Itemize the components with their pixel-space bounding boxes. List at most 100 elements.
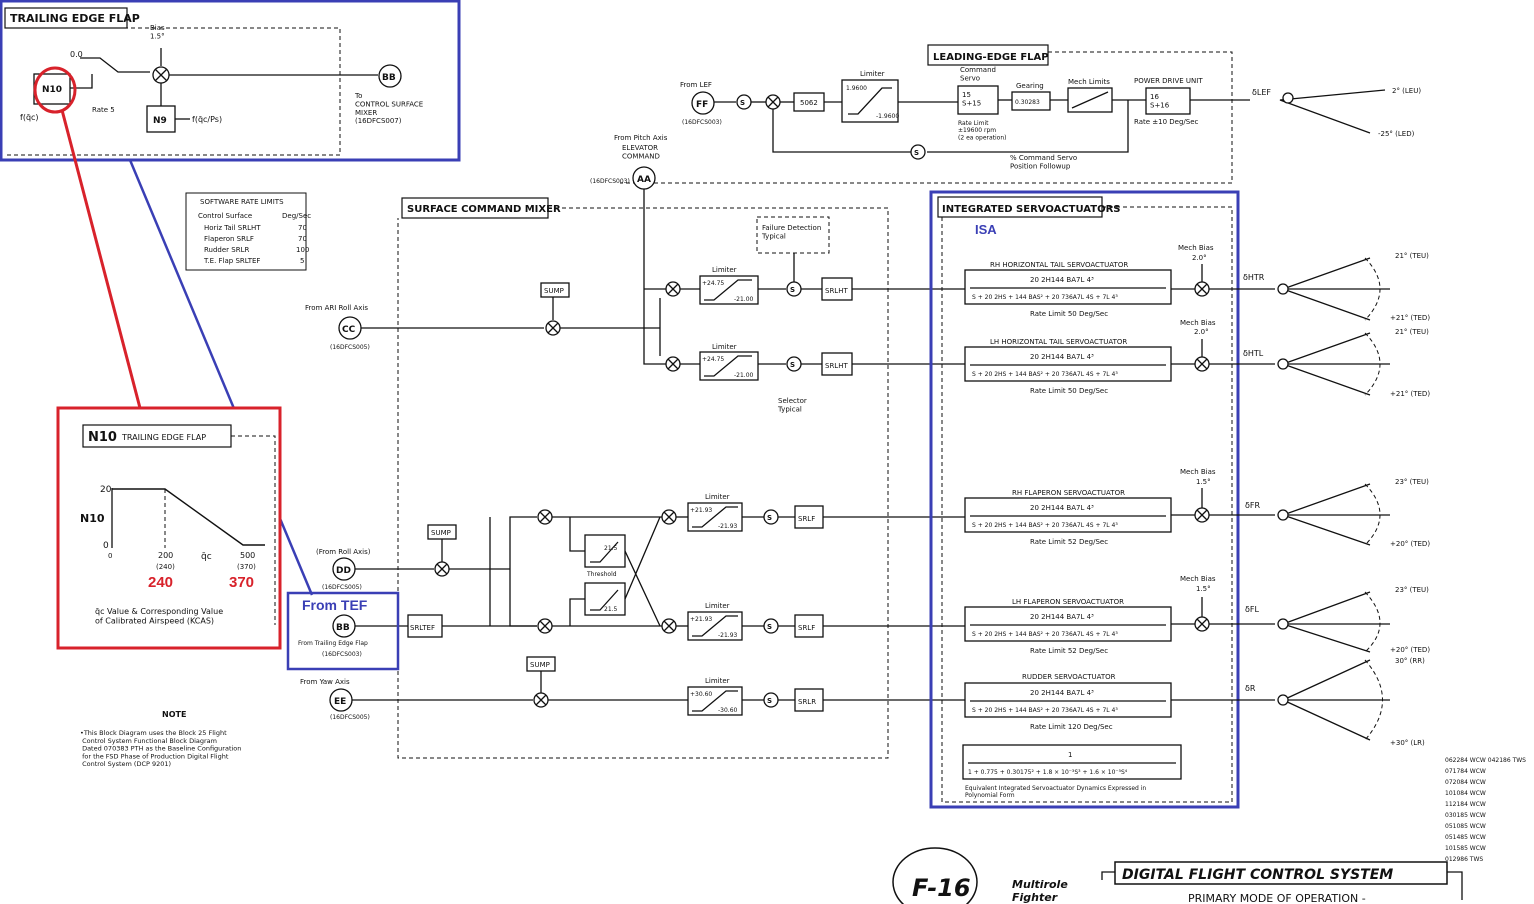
svg-text:21.5: 21.5 (604, 545, 618, 552)
svg-text:Equivalent Integrated Servoact: Equivalent Integrated Servoactuator Dyna… (965, 785, 1146, 799)
n10-title-bold: N10 (88, 430, 117, 445)
svg-text:2.0°: 2.0° (1194, 328, 1209, 336)
svg-text:20 2H144 BA7L 4³: 20 2H144 BA7L 4³ (1030, 689, 1094, 697)
tef-rate: Rate 5 (92, 106, 115, 114)
revision-list: 062284 WCW 042186 TWS 071784 WCW 072084 … (1445, 757, 1526, 863)
svg-text:Rate ±10 Deg/Sec: Rate ±10 Deg/Sec (1134, 118, 1199, 126)
svg-text:+24.75: +24.75 (702, 280, 724, 287)
svg-text:+20° (TED): +20° (TED) (1390, 540, 1430, 548)
limiter-ht-lh (699, 351, 759, 381)
svg-text:+30.60: +30.60 (690, 691, 712, 698)
svg-text:(240): (240) (156, 563, 175, 571)
svg-text:(16DFCS003): (16DFCS003) (590, 178, 630, 185)
svg-text:072084 WCW: 072084 WCW (1445, 779, 1486, 786)
svg-text:Limiter: Limiter (705, 677, 730, 685)
svg-text:δHTL: δHTL (1243, 349, 1264, 358)
mixer-title: SURFACE COMMAND MIXER (407, 204, 561, 215)
svg-text:From Pitch Axis: From Pitch Axis (614, 134, 668, 142)
svg-text:Flaperon SRLF: Flaperon SRLF (204, 235, 254, 243)
n10-y-label: N10 (80, 512, 105, 525)
svg-text:112184 WCW: 112184 WCW (1445, 801, 1486, 808)
svg-text:δR: δR (1245, 684, 1256, 693)
svg-text:(From Roll Axis): (From Roll Axis) (316, 548, 371, 556)
from-tef-label: From TEF (302, 597, 368, 613)
svg-text:100: 100 (296, 246, 309, 254)
svg-text:21° (TEU): 21° (TEU) (1395, 252, 1429, 260)
svg-text:SRLF: SRLF (798, 624, 815, 632)
svg-text:q̄c: q̄c (201, 552, 212, 562)
footer-title: DIGITAL FLIGHT CONTROL SYSTEM (1122, 867, 1393, 883)
svg-text:200: 200 (158, 551, 173, 560)
svg-text:POWER DRIVE UNIT: POWER DRIVE UNIT (1134, 77, 1203, 85)
lef-cmd-servo (957, 85, 999, 115)
surface-command-mixer: SURFACE COMMAND MIXER (397, 197, 889, 759)
svg-text:101585 WCW: 101585 WCW (1445, 845, 1486, 852)
svg-text:20 2H144 BA7L 4³: 20 2H144 BA7L 4³ (1030, 276, 1094, 284)
surface-outputs: Mech Bias 2.0° δHTR 21° (TEU) +21° (TED)… (1171, 244, 1430, 747)
svg-text:1 + 0.775 + 0.30175² + 1.8 × 1: 1 + 0.775 + 0.30175² + 1.8 × 10⁻³S³ + 1.… (968, 769, 1128, 776)
svg-text:0: 0 (108, 552, 112, 560)
svg-text:20 2H144 BA7L 4³: 20 2H144 BA7L 4³ (1030, 613, 1094, 621)
integrated-servoactuators: INTEGRATED SERVOACTUATORS ISA RH HORIZON… (929, 190, 1240, 809)
svg-text:-21.93: -21.93 (718, 632, 738, 639)
svg-text:23° (TEU): 23° (TEU) (1395, 586, 1429, 594)
svg-text:5: 5 (300, 257, 304, 265)
svg-text:Rate Limit 50 Deg/Sec: Rate Limit 50 Deg/Sec (1030, 387, 1108, 395)
svg-text:Mech Limits: Mech Limits (1068, 78, 1110, 86)
svg-text:0.30283: 0.30283 (1015, 99, 1040, 106)
svg-text:LH HORIZONTAL TAIL SERVOACTUAT: LH HORIZONTAL TAIL SERVOACTUATOR (990, 338, 1127, 346)
svg-text:+30° (LR): +30° (LR) (1390, 739, 1425, 747)
svg-text:21° (TEU): 21° (TEU) (1395, 328, 1429, 336)
svg-text:21.5: 21.5 (604, 606, 618, 613)
svg-text:From Trailing Edge Flap: From Trailing Edge Flap (298, 640, 368, 647)
servo-rudder: RUDDER SERVOACTUATOR 20 2H144 BA7L 4³ S … (964, 673, 1172, 731)
svg-text:Limiter: Limiter (705, 602, 730, 610)
svg-text:20: 20 (100, 485, 112, 495)
svg-text:SOFTWARE RATE LIMITS: SOFTWARE RATE LIMITS (200, 198, 284, 206)
lef-pdu (1145, 87, 1191, 115)
svg-text:Horiz Tail SRLHT: Horiz Tail SRLHT (204, 224, 261, 232)
tef-f-left: f(q̄c) (20, 113, 39, 122)
svg-text:RH FLAPERON SERVOACTUATOR: RH FLAPERON SERVOACTUATOR (1012, 489, 1125, 497)
svg-text:DD: DD (336, 566, 351, 576)
svg-text:70: 70 (298, 224, 307, 232)
svg-text:S: S (767, 623, 772, 631)
svg-text:SRLHT: SRLHT (825, 362, 848, 370)
svg-text:S: S (767, 697, 772, 705)
svg-text:NOTE: NOTE (162, 710, 186, 719)
svg-text:23° (TEU): 23° (TEU) (1395, 478, 1429, 486)
svg-text:SRLTEF: SRLTEF (410, 624, 435, 632)
svg-text:071784 WCW: 071784 WCW (1445, 768, 1486, 775)
svg-text:1.5°: 1.5° (1196, 585, 1211, 593)
failure-detection (756, 216, 830, 254)
svg-text:+21° (TED): +21° (TED) (1390, 390, 1430, 398)
svg-text:0: 0 (103, 541, 109, 551)
tef-f-right: f(q̄c/Ps) (192, 115, 222, 124)
isa-abbrev: ISA (975, 222, 997, 237)
svg-text:Mech Bias: Mech Bias (1180, 468, 1216, 476)
svg-text:Limiter: Limiter (705, 493, 730, 501)
svg-text:EE: EE (334, 697, 346, 707)
svg-text:-21.00: -21.00 (734, 372, 754, 379)
svg-text:(16DFCS005): (16DFCS005) (330, 344, 370, 351)
svg-text:Deg/Sec: Deg/Sec (282, 212, 311, 220)
svg-text:T.E. Flap SRLTEF: T.E. Flap SRLTEF (203, 257, 260, 265)
svg-text:(370): (370) (237, 563, 256, 571)
svg-text:S: S (740, 99, 745, 107)
n10-title: TRAILING EDGE FLAP (121, 433, 206, 442)
svg-text:012986 TWS: 012986 TWS (1445, 856, 1483, 863)
n10-block-label: N10 (42, 85, 62, 95)
tef-title: TRAILING EDGE FLAP (10, 12, 140, 25)
n10-240-label: 240 (148, 574, 173, 591)
svg-text:Rudder SRLR: Rudder SRLR (204, 246, 249, 254)
bb-connector-top (378, 64, 402, 88)
svg-text:(16DFCS003): (16DFCS003) (682, 119, 722, 126)
svg-text:FF: FF (696, 100, 708, 110)
